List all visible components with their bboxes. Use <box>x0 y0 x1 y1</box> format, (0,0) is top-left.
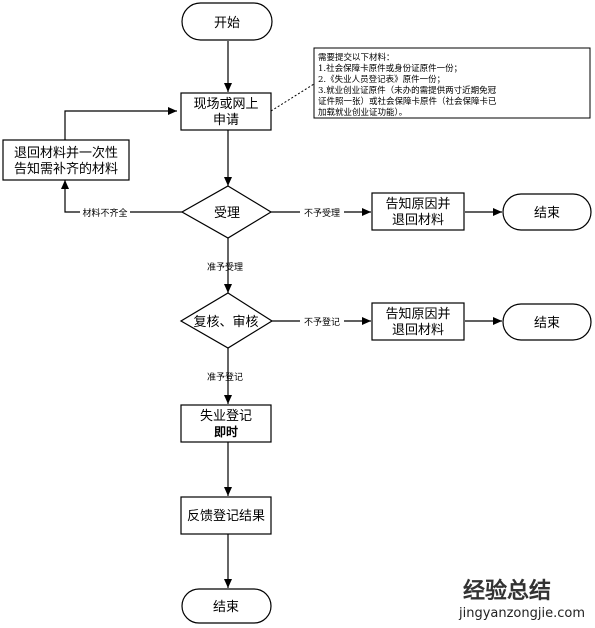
edge-label-not-accept: 不予受理 <box>304 207 340 219</box>
end-terminal-2 <box>502 303 592 341</box>
edge-label-approve-register: 准予登记 <box>207 372 243 383</box>
edge-return-to-apply <box>64 107 177 140</box>
note-line2: 2.《失业人员登记表》原件一份； <box>318 74 445 85</box>
end-terminal-1 <box>502 193 592 231</box>
note-line1: 1.社会保障卡原件或身份证原件一份； <box>318 63 462 74</box>
return-label-line1: 退回材料并一次性 <box>14 145 118 161</box>
edge-accept-to-return <box>61 180 182 213</box>
note-title: 需要提交以下材料： <box>318 52 395 63</box>
unemployment-register-box <box>180 404 272 443</box>
start-label: 开始 <box>214 16 240 31</box>
notify2-label-line2: 退回材料 <box>392 323 444 338</box>
start-terminal <box>181 2 273 41</box>
note-line3: 3.就业创业证原件（未办的需提供两寸近期免冠 <box>318 85 497 96</box>
edge-label-approve-accept: 准予受理 <box>207 261 243 273</box>
edge-label-not-register: 不予登记 <box>304 317 340 328</box>
end-terminal-3 <box>181 588 272 624</box>
end2-label: 结束 <box>534 316 560 331</box>
feedback-result-box <box>180 496 272 535</box>
watermark-brand: 经验总结 <box>463 578 551 604</box>
register-label-line2: 即时 <box>214 424 238 439</box>
apply-process-box <box>180 92 272 131</box>
note-line4: 证件照一张）或社会保障卡原件（社会保障卡已 <box>318 96 497 107</box>
notify1-label-line1: 告知原因并 <box>385 196 450 212</box>
register-label-line1: 失业登记 <box>200 409 252 424</box>
feedback-label: 反馈登记结果 <box>187 509 265 524</box>
end3-label: 结束 <box>213 600 239 615</box>
return-label-line2: 告知需补齐的材料 <box>14 161 118 177</box>
return-materials-box <box>2 139 130 181</box>
accept-label: 受理 <box>214 206 240 221</box>
edge-label-incomplete: 材料不齐全 <box>82 207 127 219</box>
note-line5: 加载就业创业证功能）。 <box>318 107 407 118</box>
accept-decision <box>180 185 273 239</box>
notify2-label-line1: 告知原因并 <box>385 306 450 322</box>
notify-return-box-2 <box>371 302 465 341</box>
note-connector <box>270 83 315 112</box>
notify-return-box-1 <box>371 192 465 231</box>
end1-label: 结束 <box>534 206 560 221</box>
apply-label-line2: 申请 <box>213 113 239 128</box>
watermark-url: jingyanzongjie.com <box>458 606 585 621</box>
review-decision <box>179 292 274 349</box>
required-materials-note <box>313 47 591 119</box>
apply-label-line1: 现场或网上 <box>193 97 258 112</box>
review-label: 复核、审核 <box>193 315 258 330</box>
notify1-label-line2: 退回材料 <box>392 213 444 228</box>
